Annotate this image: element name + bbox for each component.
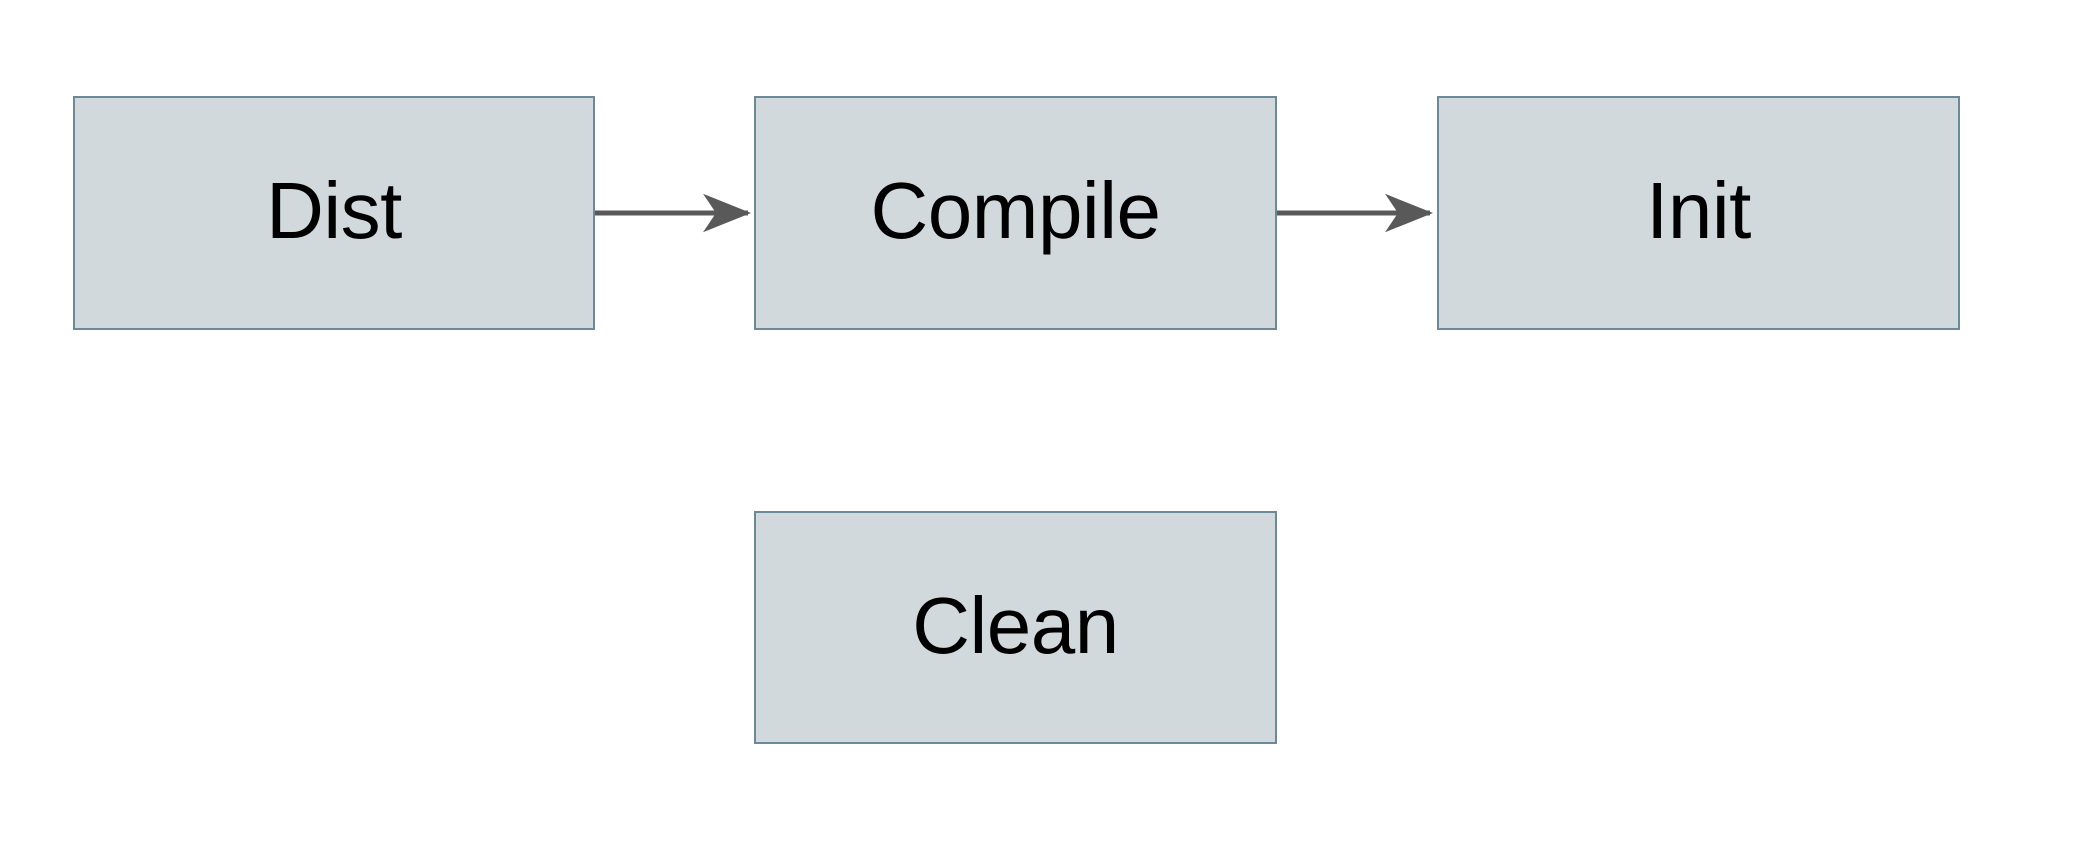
node-clean[interactable]: Clean — [754, 511, 1277, 744]
node-dist[interactable]: Dist — [73, 96, 595, 330]
node-init[interactable]: Init — [1437, 96, 1960, 330]
node-dist-label: Dist — [266, 166, 402, 255]
node-clean-label: Clean — [912, 580, 1119, 670]
node-compile[interactable]: Compile — [754, 96, 1277, 330]
node-compile-label: Compile — [870, 166, 1161, 255]
node-init-label: Init — [1646, 166, 1751, 255]
